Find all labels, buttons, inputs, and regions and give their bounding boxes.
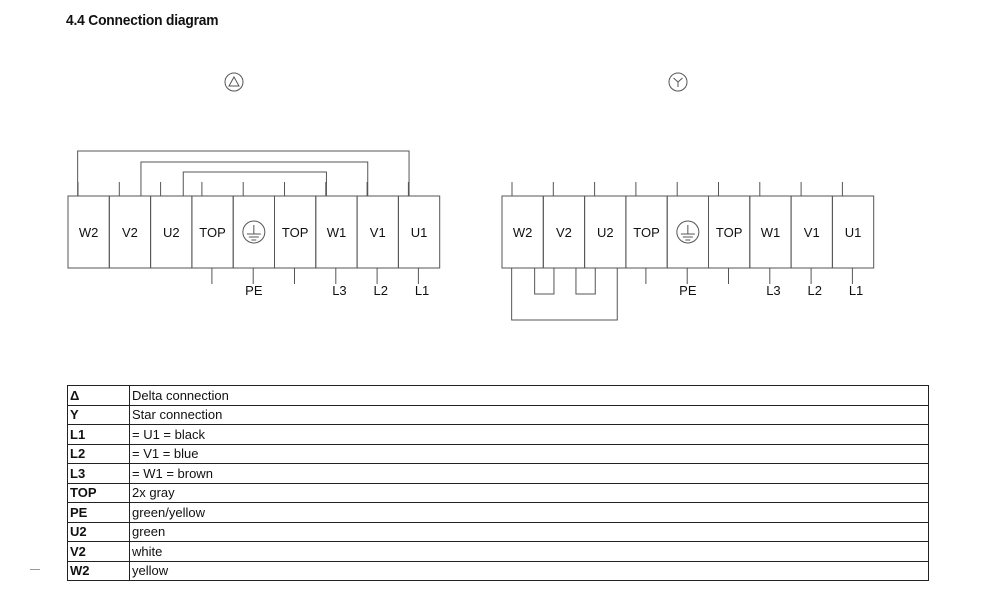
bottom-label: PE bbox=[245, 283, 263, 298]
terminal-label: W1 bbox=[327, 225, 347, 240]
legend-symbol: TOP bbox=[67, 482, 130, 503]
legend-description: green bbox=[129, 521, 929, 542]
terminal-label: W2 bbox=[513, 225, 533, 240]
bottom-label: L2 bbox=[808, 283, 822, 298]
terminal-w2: W2 bbox=[501, 182, 544, 269]
terminal-label: W2 bbox=[79, 225, 99, 240]
terminal-label: U1 bbox=[411, 225, 428, 240]
terminal-u2: U2 bbox=[584, 182, 627, 269]
bridge-wire bbox=[140, 161, 369, 196]
terminal-box bbox=[831, 195, 875, 269]
terminal-label: TOP bbox=[282, 225, 309, 240]
terminal-label: V1 bbox=[804, 225, 820, 240]
bottom-label: L1 bbox=[415, 283, 429, 298]
bridge-wire bbox=[77, 150, 410, 196]
legend-description: = V1 = blue bbox=[129, 443, 929, 464]
legend-description: 2x gray bbox=[129, 482, 929, 503]
terminal-w2: W2 bbox=[67, 182, 110, 269]
legend-symbol: PE bbox=[67, 502, 130, 523]
bridge-wire bbox=[182, 171, 327, 196]
terminal-label: V2 bbox=[556, 225, 572, 240]
terminal-label: U2 bbox=[597, 225, 614, 240]
star-bridge-wires bbox=[511, 268, 618, 321]
legend-description: = U1 = black bbox=[129, 424, 929, 445]
terminal-top: TOP bbox=[274, 182, 317, 284]
legend-description: Star connection bbox=[129, 404, 929, 425]
bridge-wire bbox=[575, 268, 596, 295]
legend-row: L1= U1 = black bbox=[67, 424, 929, 445]
terminal-top: TOP bbox=[708, 182, 751, 284]
legend-description: = W1 = brown bbox=[129, 463, 929, 484]
star-symbol-icon bbox=[668, 72, 688, 92]
bottom-label: L2 bbox=[374, 283, 388, 298]
bridge-wire bbox=[511, 268, 618, 321]
terminal-pe: PE bbox=[666, 182, 710, 298]
legend-symbol: Δ bbox=[67, 385, 130, 406]
terminal-label: V2 bbox=[122, 225, 138, 240]
legend-description: yellow bbox=[129, 560, 929, 581]
legend-symbol: Y bbox=[67, 404, 130, 425]
terminal-label: W1 bbox=[761, 225, 781, 240]
earth-circle bbox=[676, 220, 700, 244]
terminal-box bbox=[397, 195, 441, 269]
legend-description: white bbox=[129, 541, 929, 562]
legend-symbol: L1 bbox=[67, 424, 130, 445]
terminal-label: V1 bbox=[370, 225, 386, 240]
legend-symbol: V2 bbox=[67, 541, 130, 562]
legend-row: L3= W1 = brown bbox=[67, 463, 929, 484]
terminal-v2: V2 bbox=[108, 182, 152, 269]
legend-symbol: L3 bbox=[67, 463, 130, 484]
delta-symbol-icon bbox=[224, 72, 244, 92]
terminal-label: TOP bbox=[633, 225, 660, 240]
bottom-label: L3 bbox=[332, 283, 346, 298]
terminal-label: U2 bbox=[163, 225, 180, 240]
earth-circle bbox=[242, 220, 266, 244]
margin-dash bbox=[30, 569, 40, 570]
legend-description: green/yellow bbox=[129, 502, 929, 523]
legend-symbol: U2 bbox=[67, 521, 130, 542]
terminal-label: U1 bbox=[845, 225, 862, 240]
bottom-label: L1 bbox=[849, 283, 863, 298]
bottom-label: L3 bbox=[766, 283, 780, 298]
terminal-v2: V2 bbox=[542, 182, 586, 269]
bridge-wire bbox=[534, 268, 555, 295]
legend-symbol: L2 bbox=[67, 443, 130, 464]
terminal-label: TOP bbox=[716, 225, 743, 240]
terminal-top: TOP bbox=[625, 182, 668, 284]
legend-description: Delta connection bbox=[129, 385, 929, 406]
page-title: 4.4 Connection diagram bbox=[66, 12, 219, 29]
terminal-label: TOP bbox=[199, 225, 226, 240]
bottom-label: PE bbox=[679, 283, 697, 298]
terminal-pe: PE bbox=[232, 182, 275, 298]
legend-row: L2= V1 = blue bbox=[67, 443, 929, 464]
delta-bridge-wires bbox=[77, 150, 410, 196]
terminal-u2: U2 bbox=[150, 182, 193, 269]
legend-symbol: W2 bbox=[67, 560, 130, 581]
terminal-top: TOP bbox=[191, 182, 234, 284]
